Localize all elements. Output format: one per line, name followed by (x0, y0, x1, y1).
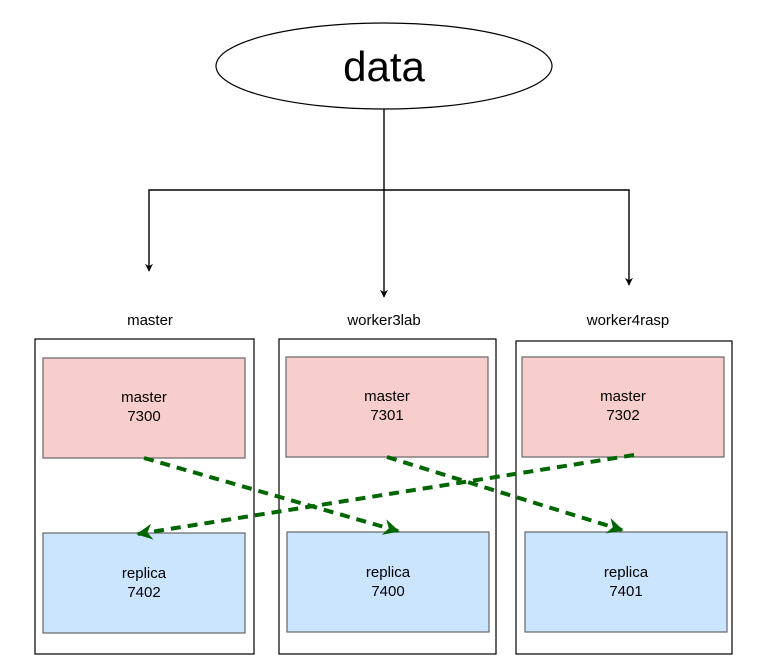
data-label: data (343, 43, 425, 90)
node-container-worker4rasp (515, 340, 733, 655)
master-box-7300-port: 7300 (127, 408, 160, 425)
replication-arrow-7301-to-7401 (386, 455, 624, 534)
master-box-7302-title: master (600, 388, 646, 405)
master-box-7301 (285, 356, 489, 458)
distribution-connectors (145, 109, 633, 298)
connector-to-master (145, 189, 384, 272)
master-box-7301-title: master (364, 388, 410, 405)
replica-box-7402-title: replica (122, 565, 167, 582)
replication-arrow-7302-to-7402 (136, 453, 635, 540)
node-container-master (34, 338, 255, 655)
replica-box-7401 (524, 531, 728, 633)
connector-to-worker4rasp (384, 189, 633, 286)
replica-box-7401-title: replica (604, 564, 649, 581)
replica-box-7401-port: 7401 (609, 583, 642, 600)
master-box-7300 (42, 357, 246, 459)
master-box-7302 (521, 356, 725, 458)
master-box-7301-port: 7301 (370, 407, 403, 424)
replica-box-7402 (42, 532, 246, 634)
node-label-worker3lab: worker3lab (346, 312, 420, 329)
node-label-master: master (127, 312, 173, 329)
master-box-7302-port: 7302 (606, 407, 639, 424)
replication-arrows (136, 453, 635, 540)
node-label-worker4rasp: worker4rasp (586, 312, 670, 329)
master-box-7300-title: master (121, 389, 167, 406)
replication-arrow-7300-to-7400 (143, 456, 400, 535)
replica-box-7400 (286, 531, 490, 633)
replica-box-7400-port: 7400 (371, 583, 404, 600)
replica-box-7400-title: replica (366, 564, 411, 581)
replica-box-7402-port: 7402 (127, 584, 160, 601)
